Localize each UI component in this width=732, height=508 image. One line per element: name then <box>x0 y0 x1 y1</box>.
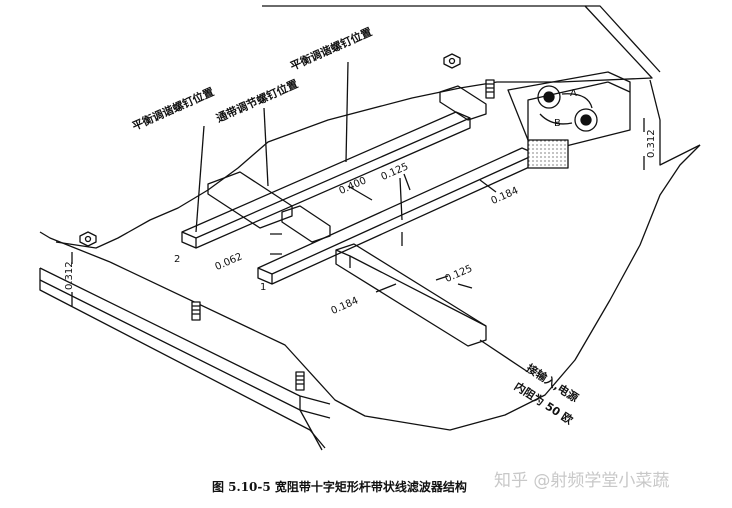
left-bar-bottom <box>39 279 331 419</box>
connector-arrow-b <box>539 113 573 125</box>
screw-post-1 <box>485 79 495 99</box>
resonator-bar-upper-face <box>181 117 471 248</box>
label-port-2: 2 <box>174 254 181 265</box>
leader-passband <box>263 107 269 187</box>
leader-balance-2 <box>345 61 349 163</box>
left-bar-top <box>39 267 331 405</box>
bottom-plate-right-edge <box>649 79 701 166</box>
screw-post-2 <box>191 301 201 321</box>
cross-stub-3 <box>335 243 487 347</box>
label-dim-0312-left: 0.312 <box>64 261 75 290</box>
label-dim-0312-right: 0.312 <box>646 129 657 158</box>
connector-arrow-a <box>561 93 593 109</box>
dim-0400-arrows <box>347 173 411 201</box>
label-port-1: 1 <box>260 282 267 293</box>
label-connector-b: B <box>554 118 561 129</box>
dim-0125-right-arrows <box>435 275 473 289</box>
dim-0125-arrows <box>399 177 403 246</box>
left-bar-lower <box>39 268 323 451</box>
screw-left <box>79 231 97 247</box>
leader-input <box>479 339 529 373</box>
connector-a-inner <box>543 91 555 103</box>
label-connector-a: A <box>570 88 577 99</box>
resonator-bar-lower-face <box>257 153 537 284</box>
cross-stub-2 <box>281 205 331 243</box>
feed-line <box>439 85 487 121</box>
dim-0184-right-arrows <box>479 179 497 193</box>
left-bar-lower-2 <box>39 280 326 449</box>
connector-block-face <box>527 81 631 140</box>
connector-a-outer <box>537 85 561 109</box>
dim-0062-arrows <box>270 233 282 255</box>
bottom-plate-edge <box>39 231 111 263</box>
figure-caption: 图 5.10-5 宽阻带十字矩形杆带状线滤波器结构 <box>212 480 467 494</box>
screw-top-right <box>443 53 461 69</box>
cross-stub-3-face <box>335 249 487 327</box>
cross-stub-1 <box>207 171 293 229</box>
screw-post-3 <box>295 371 305 391</box>
watermark-text: 知乎 @射频学堂小菜蔬 <box>494 471 670 491</box>
connector-block-side <box>527 139 569 169</box>
dim-0184-left-arrows <box>375 283 397 293</box>
top-plate-edge <box>585 5 661 73</box>
connector-b-outer <box>574 108 598 132</box>
leader-balance-1 <box>195 125 205 233</box>
top-plate-outline <box>55 5 653 249</box>
resonator-bar-upper <box>181 111 471 249</box>
connector-b-inner <box>580 114 592 126</box>
bottom-plate-curve <box>109 144 701 431</box>
